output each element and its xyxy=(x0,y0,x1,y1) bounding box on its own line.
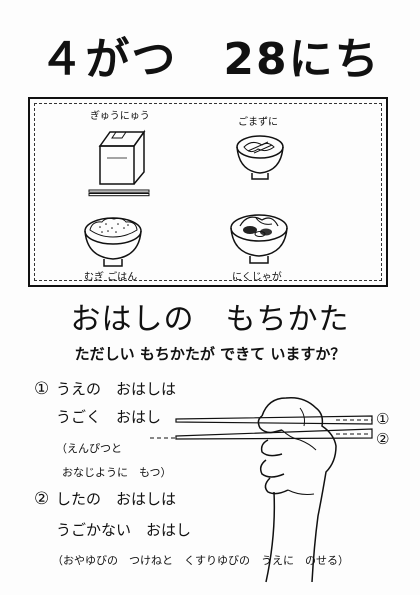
rice-bowl-icon xyxy=(84,217,142,267)
page-title: ４がつ 28にち xyxy=(39,34,381,85)
menu-inner-frame xyxy=(34,103,382,281)
menu-frame xyxy=(28,97,388,287)
stew-bowl-icon xyxy=(230,214,288,264)
menu-item-soup-label: ごまずに xyxy=(238,117,278,128)
menu-item-stew-label: にくじゃが xyxy=(232,272,282,283)
item2-line1: したの おはしは xyxy=(56,490,177,508)
soup-bowl-icon xyxy=(236,135,284,180)
chopsticks-icon xyxy=(88,189,150,197)
item1-note-line1: （えんぴつと xyxy=(56,442,122,455)
section-heading: おはしの もちかた xyxy=(70,302,350,337)
milk-carton-icon xyxy=(98,129,146,185)
upper-chopstick-marker: ① xyxy=(376,410,390,428)
item2-line2: うごかない おはし xyxy=(56,521,192,539)
hand-with-chopsticks-illustration xyxy=(150,396,373,583)
item1-note-line2: おなじように もつ） xyxy=(62,466,172,479)
menu-item-milk-label: ぎゅうにゅう xyxy=(90,111,150,122)
item2-number: ② xyxy=(34,489,50,509)
question-text: ただしい もちかたが できて いますか？ xyxy=(74,345,346,363)
item1-line2: うごく おはし xyxy=(56,408,162,426)
item1-number: ① xyxy=(34,379,50,399)
lower-chopstick-marker: ② xyxy=(376,430,390,448)
menu-item-rice-label: むぎ ごはん xyxy=(84,272,138,283)
item2-note: （おやゆびの つけねと くすりゆびの うえに のせる） xyxy=(52,554,349,567)
item1-line1: うえの おはしは xyxy=(56,380,177,398)
